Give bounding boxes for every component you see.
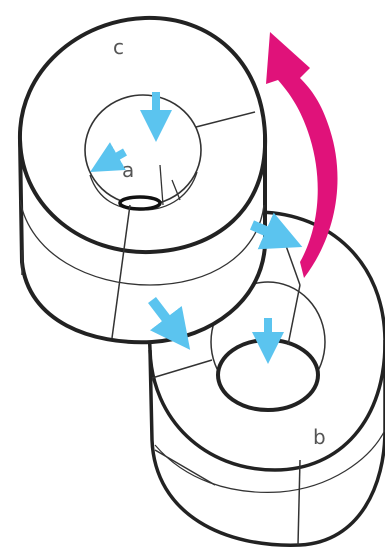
label-b: b: [313, 425, 326, 449]
upper-ring-c: [20, 18, 265, 342]
upper-ring-hole-rim: [85, 95, 201, 205]
lower-ring-hole: [218, 340, 318, 410]
label-c: c: [113, 35, 124, 59]
label-a: a: [122, 158, 134, 182]
upper-ring-hole: [120, 197, 160, 209]
